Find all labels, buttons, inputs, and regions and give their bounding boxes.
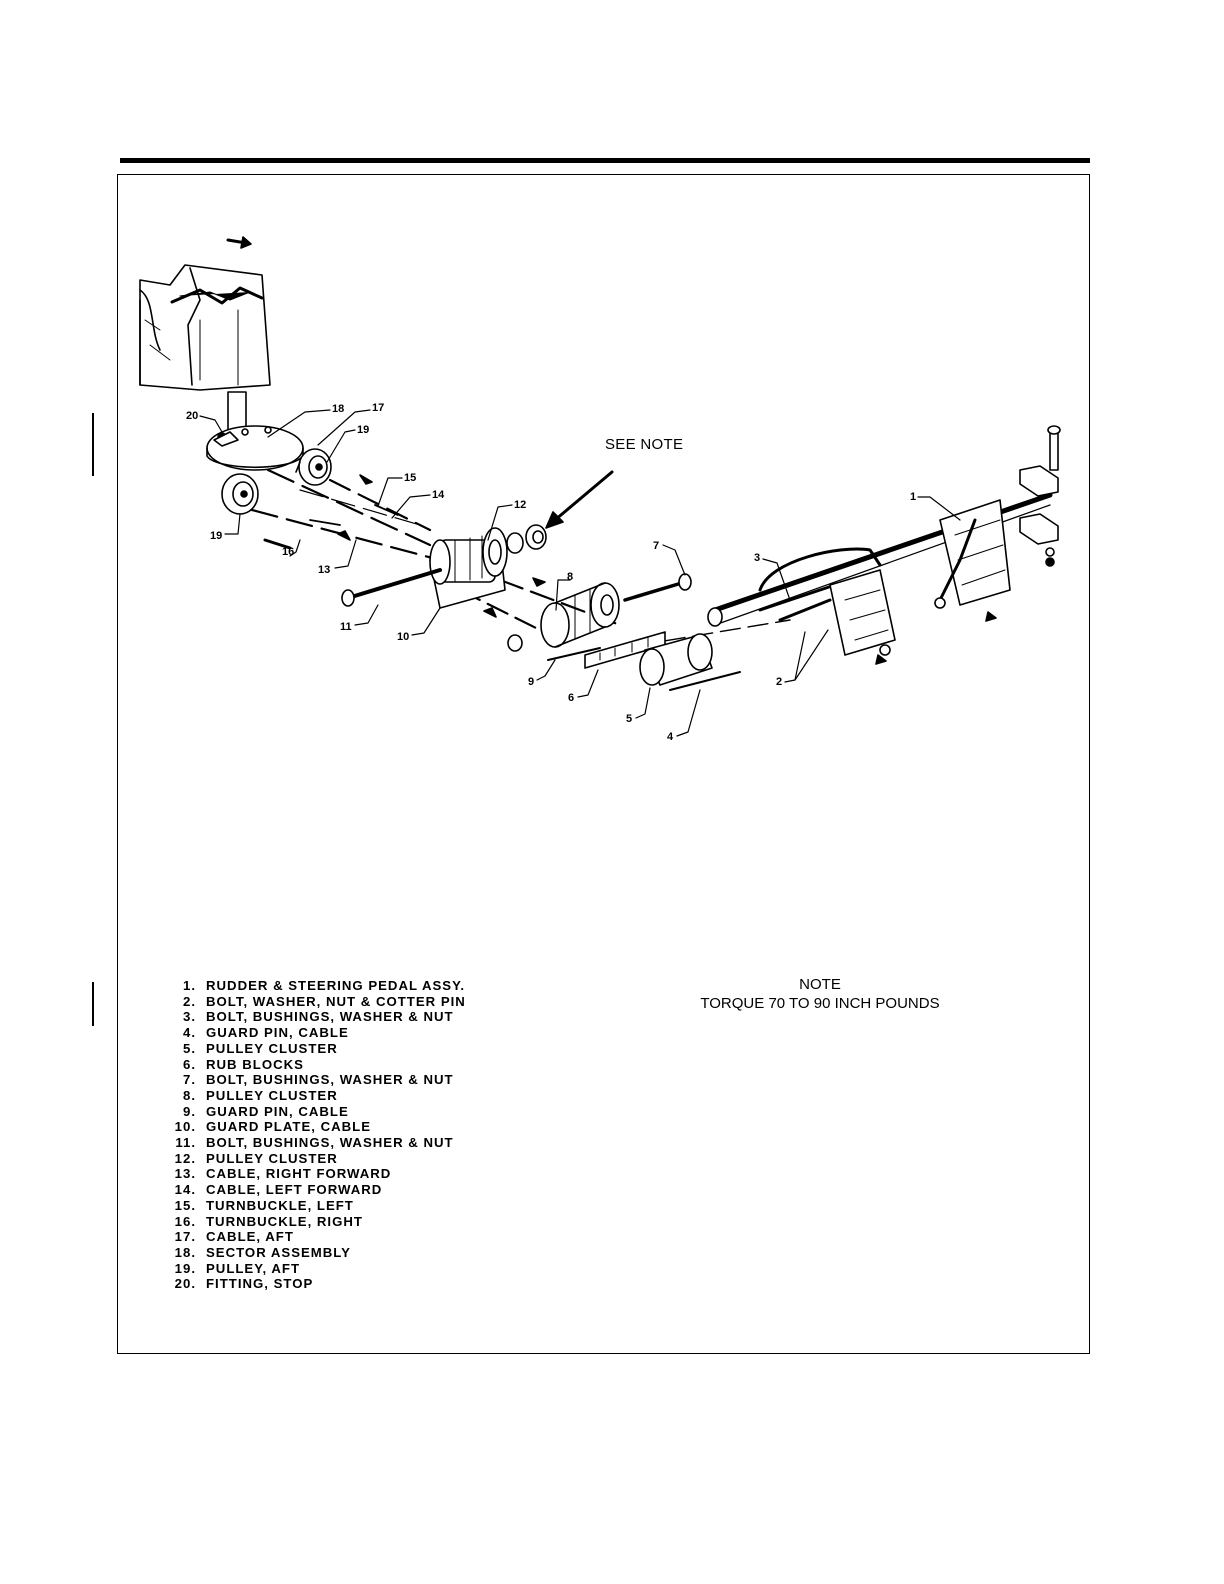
legend-item: 20.FITTING, STOP [174, 1276, 314, 1292]
legend-item: 7.BOLT, BUSHINGS, WASHER & NUT [183, 1072, 454, 1088]
legend-item: 17.CABLE, AFT [174, 1229, 294, 1245]
callout-17: 17 [372, 402, 384, 414]
legend-item: 15.TURNBUCKLE, LEFT [174, 1197, 354, 1213]
rudder-pedal-assembly [707, 492, 1053, 656]
callout-20: 20 [186, 410, 198, 422]
callout-labels: 20 18 17 19 15 14 12 19 16 13 11 10 8 7 … [186, 402, 916, 743]
legend-item: 18.SECTOR ASSEMBLY [174, 1244, 351, 1260]
legend-item: 10.GUARD PLATE, CABLE [174, 1119, 372, 1135]
legend-item: 13.CABLE, RIGHT FORWARD [174, 1166, 392, 1182]
callout-2: 2 [776, 676, 782, 688]
legend-item: 8.PULLEY CLUSTER [183, 1087, 338, 1103]
bolt-11 [341, 568, 442, 607]
callout-11: 11 [340, 621, 352, 633]
revision-bar [92, 413, 94, 476]
callout-3: 3 [754, 552, 760, 564]
legend-item: 11.BOLT, BUSHINGS, WASHER & NUT [175, 1135, 454, 1151]
callout-14: 14 [432, 489, 445, 501]
legend-item: 4.GUARD PIN, CABLE [183, 1025, 349, 1041]
legend-item: 16.TURNBUCKLE, RIGHT [174, 1213, 363, 1229]
guard-pin-9 [547, 647, 601, 661]
rudder-torque-tube [139, 264, 271, 433]
callout-12: 12 [514, 499, 526, 511]
legend-item: 2.BOLT, WASHER, NUT & COTTER PIN [183, 993, 466, 1009]
callout-10: 10 [397, 631, 409, 643]
see-note-arrow [545, 470, 614, 529]
aft-pulley-right [295, 448, 332, 486]
see-note-label: SEE NOTE [605, 436, 684, 453]
note-text: TORQUE 70 TO 90 INCH POUNDS [700, 995, 940, 1012]
top-rule [120, 158, 1090, 163]
callout-19-upper: 19 [357, 424, 369, 436]
pulley-cluster-12 [429, 524, 547, 609]
bolt-7 [623, 573, 692, 602]
legend-item: 9.GUARD PIN, CABLE [183, 1103, 349, 1119]
sector-assembly [206, 425, 304, 471]
callout-5: 5 [626, 713, 632, 725]
callout-9: 9 [528, 676, 534, 688]
leader-lines [199, 409, 961, 737]
callout-7: 7 [653, 540, 659, 552]
callout-1: 1 [910, 491, 916, 503]
callout-8: 8 [567, 571, 573, 583]
revision-bar [92, 982, 94, 1026]
direction-arrows-icon [337, 474, 997, 665]
legend-item: 12.PULLEY CLUSTER [174, 1150, 338, 1166]
note-title: NOTE [799, 976, 841, 993]
legend-item: 3.BOLT, BUSHINGS, WASHER & NUT [183, 1009, 454, 1025]
legend-item: 1.RUDDER & STEERING PEDAL ASSY. [183, 978, 466, 993]
torque-note: NOTE TORQUE 70 TO 90 INCH POUNDS [640, 975, 1000, 1013]
turnbuckles [263, 504, 399, 550]
callout-15: 15 [404, 472, 416, 484]
bolt-right [1047, 425, 1061, 471]
aft-pulley-left [221, 473, 259, 515]
legend-item: 14.CABLE, LEFT FORWARD [174, 1182, 383, 1198]
legend-item: 6.RUB BLOCKS [183, 1056, 304, 1072]
parts-legend: 1.RUDDER & STEERING PEDAL ASSY. 2.BOLT, … [158, 978, 466, 1292]
pulley-cluster-5 [639, 633, 713, 686]
callout-13: 13 [318, 564, 330, 576]
callout-4: 4 [667, 731, 674, 743]
callout-19-lower: 19 [210, 530, 222, 542]
legend-item: 19.PULLEY, AFT [174, 1260, 301, 1276]
callout-6: 6 [568, 692, 574, 704]
rotation-arrow-icon [226, 236, 252, 249]
pulley-cluster-8 [507, 582, 620, 652]
callout-16: 16 [282, 546, 294, 558]
stop-blocks [1019, 465, 1059, 567]
legend-item: 5.PULLEY CLUSTER [183, 1040, 338, 1056]
callout-18: 18 [332, 403, 344, 415]
guard-pin-4 [669, 671, 741, 691]
figure-frame [117, 174, 1090, 1354]
